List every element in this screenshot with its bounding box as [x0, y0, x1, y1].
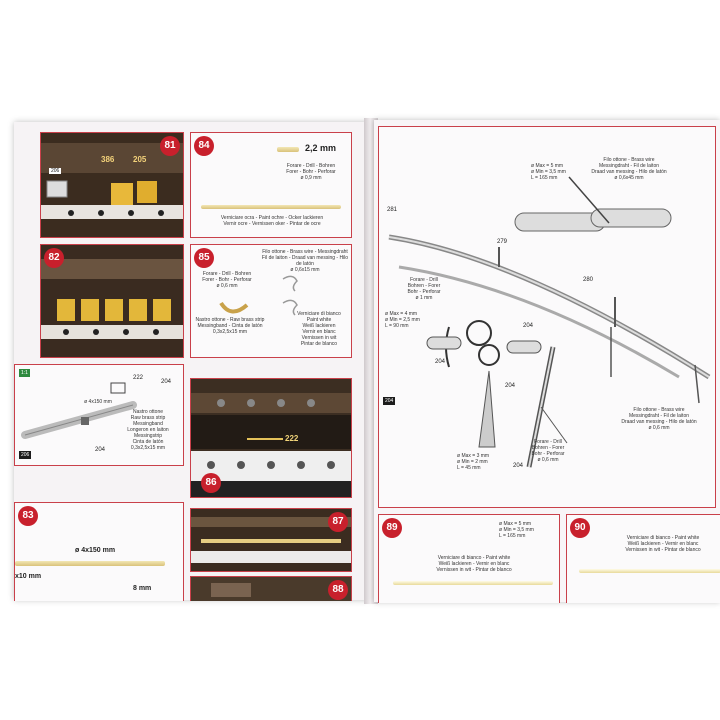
step-89-paint-caption: Verniciare di bianco - Paint white Weiß …	[436, 555, 512, 573]
step-84-panel: 84 2,2 mm Forare - Drill - Bohren Forer …	[190, 132, 352, 238]
part-204-b: 204	[435, 359, 446, 365]
step-86-photo: 222 86	[190, 378, 352, 498]
step-86-number: 86	[201, 473, 221, 493]
step-90-panel: 90 Verniciare di bianco - Paint white We…	[566, 514, 720, 603]
step-89-number: 89	[382, 518, 402, 538]
step-83-number: 83	[18, 506, 38, 526]
step-rail-strip-caption: Nastro ottone Raw brass strip Messingban…	[127, 409, 169, 451]
step-89-panel: 89 ø Max = 5 mm ø Min = 3,5 mm L = 165 m…	[378, 514, 560, 603]
step-87-photo: 87	[190, 508, 352, 572]
part-281: 281	[387, 207, 398, 213]
step-83-dim-right: 8 mm	[133, 585, 152, 592]
step-86-part: 222	[285, 434, 299, 443]
part-204-c: 204	[505, 383, 516, 389]
step-85-drill-caption: Forare - Drill - Bohren Forer - Bohr - P…	[202, 271, 252, 289]
main-size-mid: ø Max = 4 mm ø Min = 2,5 mm L = 90 mm	[385, 311, 420, 329]
main-size-bottom: ø Max = 3 mm ø Min = 2 mm L = 45 mm	[457, 453, 490, 471]
step-rail-part-bottom: 204	[95, 447, 106, 453]
step-85-number: 85	[194, 248, 214, 268]
part-280: 280	[583, 277, 594, 283]
step-81-part-205: 205	[133, 155, 147, 164]
step-rail-illustration	[21, 382, 137, 439]
main-drill-bottom: Forare - Drill Bohren - Forer Bohr - Per…	[531, 439, 565, 463]
step-83-dim-left: x10 mm	[15, 573, 42, 580]
step-84-rod-top	[277, 147, 299, 152]
step-89-rod	[393, 581, 553, 585]
main-size-top: ø Max = 5 mm ø Min = 3,5 mm L = 165 mm	[531, 163, 566, 181]
step-89-size: ø Max = 5 mm ø Min = 3,5 mm L = 165 mm	[499, 521, 534, 539]
step-90-paint-caption: Verniciare di bianco - Paint white Weiß …	[625, 535, 701, 553]
step-90-rod	[579, 569, 720, 573]
step-rail-badge: 206	[19, 451, 32, 459]
step-rail-part-204: 204	[161, 379, 172, 385]
step-90-number: 90	[570, 518, 590, 538]
step-88-illustration	[191, 577, 351, 601]
step-85-panel: 85 Filo ottone - Brass wire - Messingdra…	[190, 244, 352, 358]
main-drill-left: Forare - Drill Bohren - Forer Bohr - Per…	[407, 277, 441, 301]
part-204-a: 204	[523, 323, 534, 329]
step-84-drill-caption: Forare - Drill - Bohren Forer - Bohr - P…	[286, 163, 336, 181]
part-204-d: 204	[513, 463, 524, 469]
step-87-number: 87	[328, 512, 348, 532]
step-81-photo: 81 386 205 206	[40, 132, 184, 238]
step-84-paint-caption: Verniciare ocra - Paint ochre - Ocker la…	[220, 215, 324, 227]
step-84-number: 84	[194, 136, 214, 156]
step-82-illustration	[41, 245, 183, 357]
step-83-panel: 83 ø 4x150 mm x10 mm 8 mm	[14, 502, 184, 601]
step-88-number: 88	[328, 580, 348, 600]
step-82-number: 82	[44, 248, 64, 268]
main-wire-top-caption: Filo ottone - Brass wire Messingdraht - …	[591, 157, 667, 181]
step-88-photo: 88	[190, 576, 352, 601]
step-83-dim-main: ø 4x150 mm	[75, 547, 116, 554]
step-83-rod	[15, 561, 165, 566]
main-assembly-illustration	[388, 176, 711, 468]
left-page: 81 386 205 206 84 2,2 mm Forare - Drill …	[14, 122, 370, 601]
step-85-strip-caption: Nastro ottone - Raw brass strip Messingb…	[195, 317, 265, 335]
step-rail-panel: 1:1 222 204 ø 4x150 mm Nastro ottone Raw…	[14, 364, 184, 466]
step-85-paint-caption: Verniciare di bianco Paint white Weiß la…	[297, 311, 341, 347]
step-81-tag: 206	[49, 168, 62, 174]
step-85-wire-caption: Filo ottone - Brass wire - Messingdraht …	[261, 249, 349, 273]
step-84-rod	[201, 205, 341, 209]
step-85-illustration	[219, 275, 298, 316]
step-81-illustration	[41, 133, 183, 237]
step-81-number: 81	[160, 136, 180, 156]
step-main-badge: 204	[383, 397, 396, 405]
main-wire-bottom-caption: Filo ottone - Brass wire Messingdraht - …	[621, 407, 697, 431]
step-84-dimension: 2,2 mm	[305, 143, 337, 153]
step-87-illustration	[191, 509, 351, 571]
right-page: 281 279 280 204 204 204 204 204 Filo ott…	[374, 120, 720, 603]
step-rail-scale-badge: 1:1	[19, 369, 30, 377]
step-main-panel: 281 279 280 204 204 204 204 204 Filo ott…	[378, 126, 716, 508]
step-rail-dim: ø 4x150 mm	[84, 399, 112, 405]
step-82-photo: 82	[40, 244, 184, 358]
step-rail-part-222: 222	[133, 375, 144, 381]
step-81-part-386: 386	[101, 155, 115, 164]
part-279: 279	[497, 239, 508, 245]
